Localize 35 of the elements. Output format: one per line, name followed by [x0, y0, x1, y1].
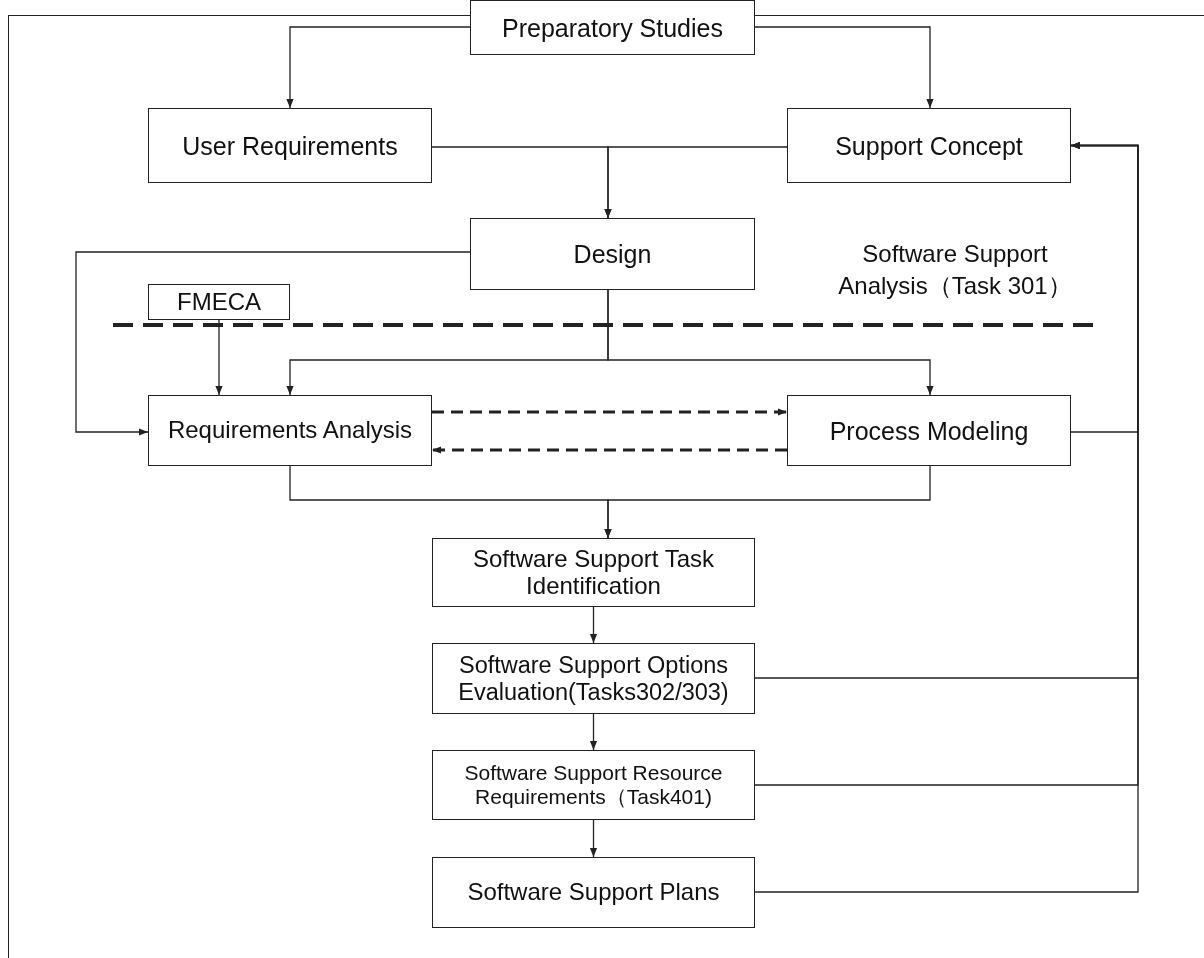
arrow — [215, 319, 223, 396]
arrow — [754, 26, 934, 109]
process-box — [787, 395, 1071, 466]
arrow — [607, 289, 934, 396]
section-label: Software Support Analysis（Task 301） — [837, 239, 1073, 302]
box-label: Software Support Resource Requirements（Task401) — [463, 761, 724, 809]
box-label: Design — [573, 240, 652, 268]
arrow — [286, 26, 471, 109]
process-box — [432, 750, 755, 820]
process-box — [432, 643, 755, 714]
process-box — [148, 395, 432, 466]
arrow — [604, 465, 931, 539]
process-box — [148, 108, 432, 183]
arrow — [589, 819, 598, 858]
process-box — [148, 284, 290, 320]
arrow — [589, 713, 598, 751]
box-label: Requirements Analysis — [167, 417, 413, 444]
process-box — [470, 0, 755, 55]
arrow — [432, 408, 787, 416]
box-label: Support Concept — [835, 131, 1023, 160]
process-box — [787, 108, 1071, 183]
box-label: User Requirements — [182, 131, 398, 160]
process-box — [432, 857, 755, 928]
box-label: Software Support Plans — [467, 879, 720, 906]
arrow — [604, 146, 788, 219]
arrow — [589, 606, 598, 644]
process-box — [470, 218, 755, 290]
box-label: Software Support Task Identification — [472, 545, 715, 600]
box-label: Process Modeling — [829, 416, 1029, 445]
arrow — [75, 251, 471, 436]
box-label: Software Support Options Evaluation(Tasks302/303) — [457, 652, 730, 705]
process-box — [432, 538, 755, 607]
arrow — [432, 446, 787, 454]
box-label: Preparatory Studies — [502, 13, 723, 42]
box-label: FMECA — [177, 288, 261, 316]
